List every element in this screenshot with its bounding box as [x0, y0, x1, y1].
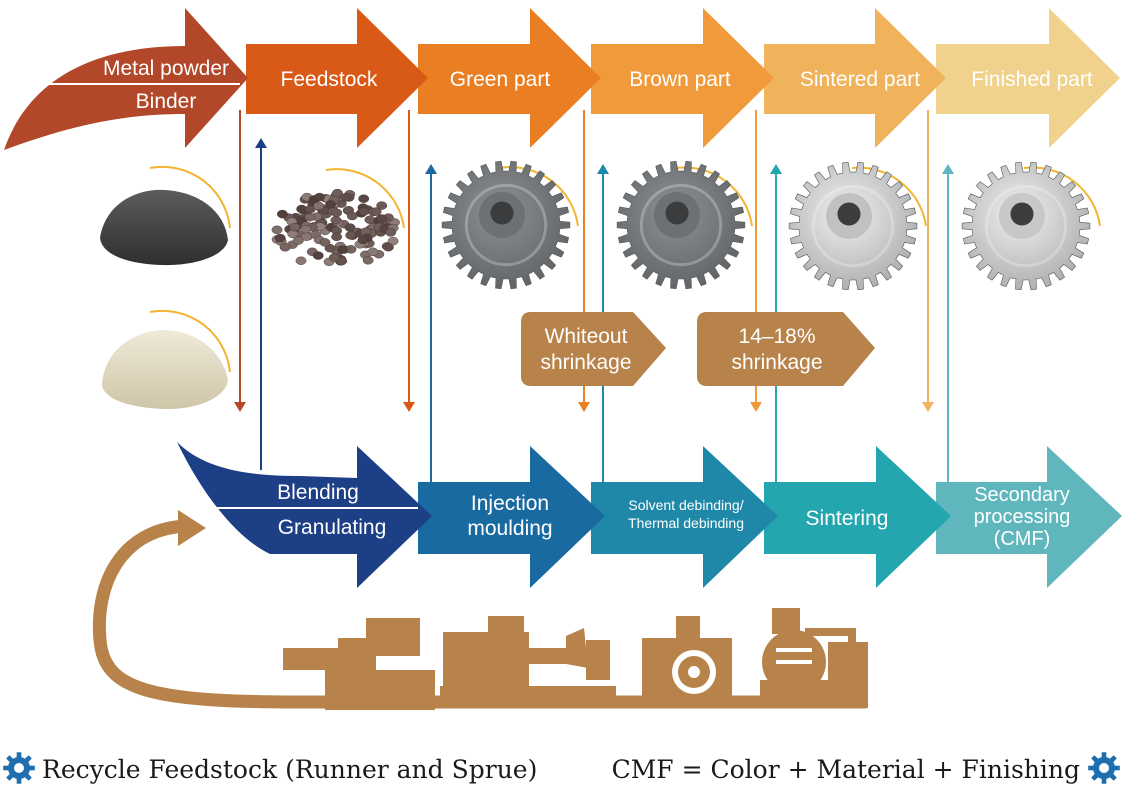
stage-label-sintered: Sintered part: [800, 68, 920, 91]
process-arrow-sintering: [764, 446, 951, 588]
stage-arrow-brown: [591, 8, 774, 148]
gear-icon: [1088, 752, 1120, 784]
stage-arrow-feedstock: [246, 8, 428, 148]
injection-label-2: moulding: [467, 517, 552, 540]
svg-text:shrinkage: shrinkage: [731, 351, 822, 374]
svg-text:shrinkage: shrinkage: [540, 351, 631, 374]
recycle-arrow: [92, 510, 866, 709]
binder-image: [102, 309, 231, 410]
footer-left-text: Recycle Feedstock (Runner and Sprue): [42, 755, 537, 784]
stage-arrow-sintered: [764, 8, 946, 148]
stage-arrow-metal-binder: [4, 8, 248, 150]
binder-label: Binder: [136, 90, 197, 113]
stage-arrow-green: [418, 8, 601, 148]
debinding-label-1: Solvent debinding/: [628, 497, 743, 513]
finished-part-image: [961, 161, 1101, 291]
footer: Recycle Feedstock (Runner and Sprue) CMF…: [3, 752, 1120, 784]
brown-part-image: [616, 160, 753, 290]
footer-right-text: CMF = Color + Material + Finishing: [612, 755, 1080, 784]
secondary-label-3: (CMF): [994, 528, 1051, 550]
stage-label-feedstock: Feedstock: [281, 68, 378, 91]
secondary-label-2: processing: [974, 506, 1071, 528]
svg-text:Whiteout: Whiteout: [545, 325, 628, 348]
blending-label: Blending: [277, 481, 359, 504]
top-row: Metal powder Binder Feedstock Green part…: [4, 8, 1120, 150]
stage-label-finished: Finished part: [971, 68, 1093, 91]
stage-label-brown: Brown part: [629, 68, 731, 91]
whiteout-shrinkage-callout: Whiteout shrinkage: [521, 312, 666, 386]
feedstock-image: [271, 168, 405, 266]
sintered-part-image: [788, 161, 927, 291]
sintering-label: Sintering: [806, 507, 889, 530]
metal-powder-label: Metal powder: [103, 57, 229, 80]
process-arrow-blending: [177, 442, 432, 588]
metal-powder-image: [100, 165, 231, 266]
machinery-silhouette: [283, 608, 868, 710]
stage-arrow-finished: [936, 8, 1120, 148]
secondary-label-1: Secondary: [974, 484, 1070, 506]
svg-text:14–18%: 14–18%: [738, 325, 815, 348]
debinding-label-2: Thermal debinding: [628, 515, 744, 531]
process-arrow-debinding: [591, 446, 778, 588]
gear-icon: [3, 752, 35, 784]
process-arrow-secondary: [936, 446, 1122, 588]
process-arrow-injection: [418, 446, 605, 588]
green-part-image: [441, 160, 579, 290]
shrinkage-percent-callout: 14–18% shrinkage: [697, 312, 875, 386]
stage-label-green: Green part: [450, 68, 551, 91]
granulating-label: Granulating: [278, 516, 387, 539]
injection-label-1: Injection: [471, 492, 549, 515]
bottom-row: Blending Granulating Injection moulding …: [177, 442, 1122, 588]
